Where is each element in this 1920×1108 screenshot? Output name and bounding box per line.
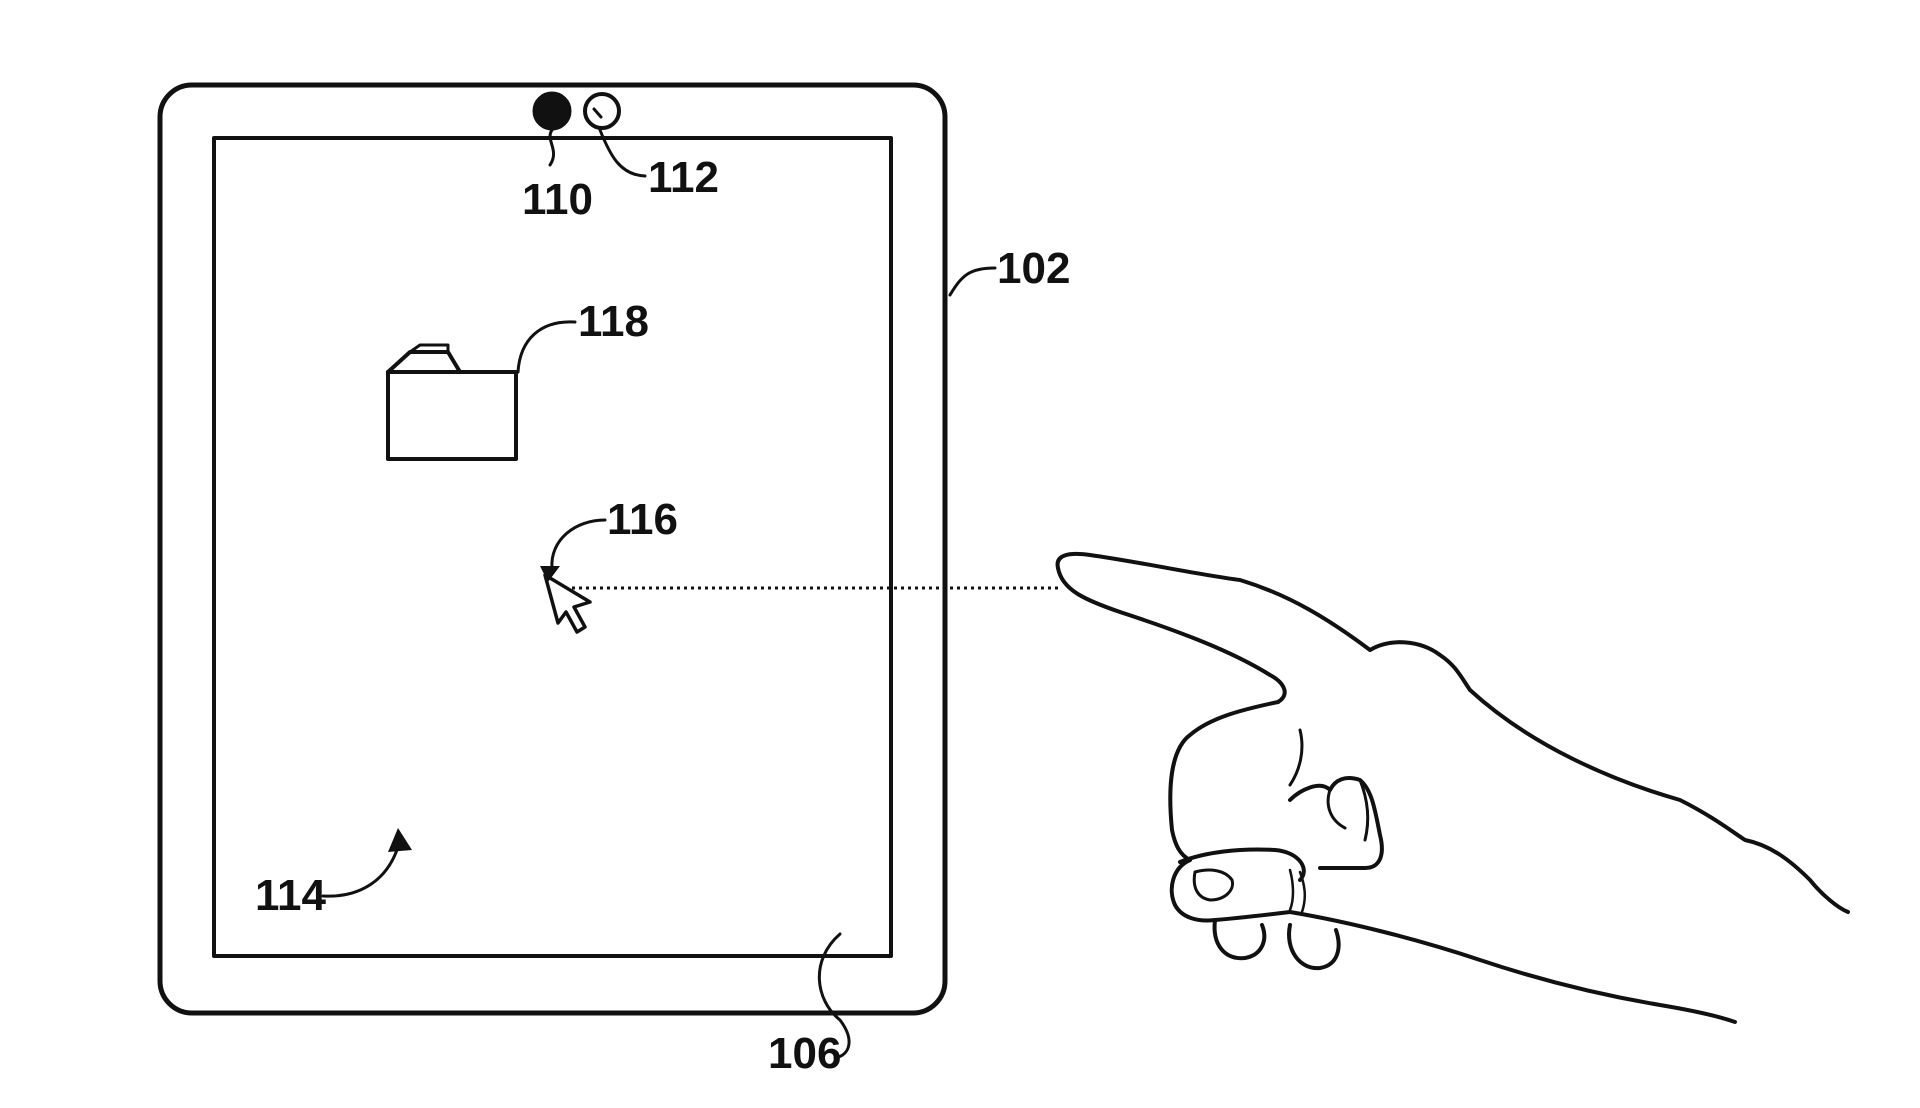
ref-label-106: 106	[768, 1029, 841, 1078]
ref-label-102: 102	[997, 244, 1070, 293]
pointing-hand-icon	[1055, 551, 1850, 1024]
leader-116-arrowhead	[540, 566, 560, 582]
ref-label-114: 114	[255, 871, 327, 920]
ref-label-118: 118	[578, 297, 649, 346]
leader-112	[598, 128, 647, 178]
leader-102	[948, 266, 997, 297]
leader-106	[817, 932, 851, 1060]
device-body	[157, 82, 948, 1016]
device-screen	[212, 136, 893, 958]
ref-label-112: 112	[648, 153, 719, 202]
ref-label-110: 110	[522, 175, 593, 224]
camera-dark-icon	[532, 91, 572, 131]
leader-114	[321, 838, 402, 898]
folder-icon	[386, 343, 518, 461]
ref-label-116: 116	[607, 495, 678, 544]
leader-116	[550, 518, 607, 570]
camera-light-icon	[583, 92, 621, 130]
arrow-cursor-icon	[543, 573, 592, 634]
leader-110	[548, 128, 556, 167]
leader-114-arrowhead	[388, 828, 412, 852]
leader-118	[516, 320, 577, 374]
